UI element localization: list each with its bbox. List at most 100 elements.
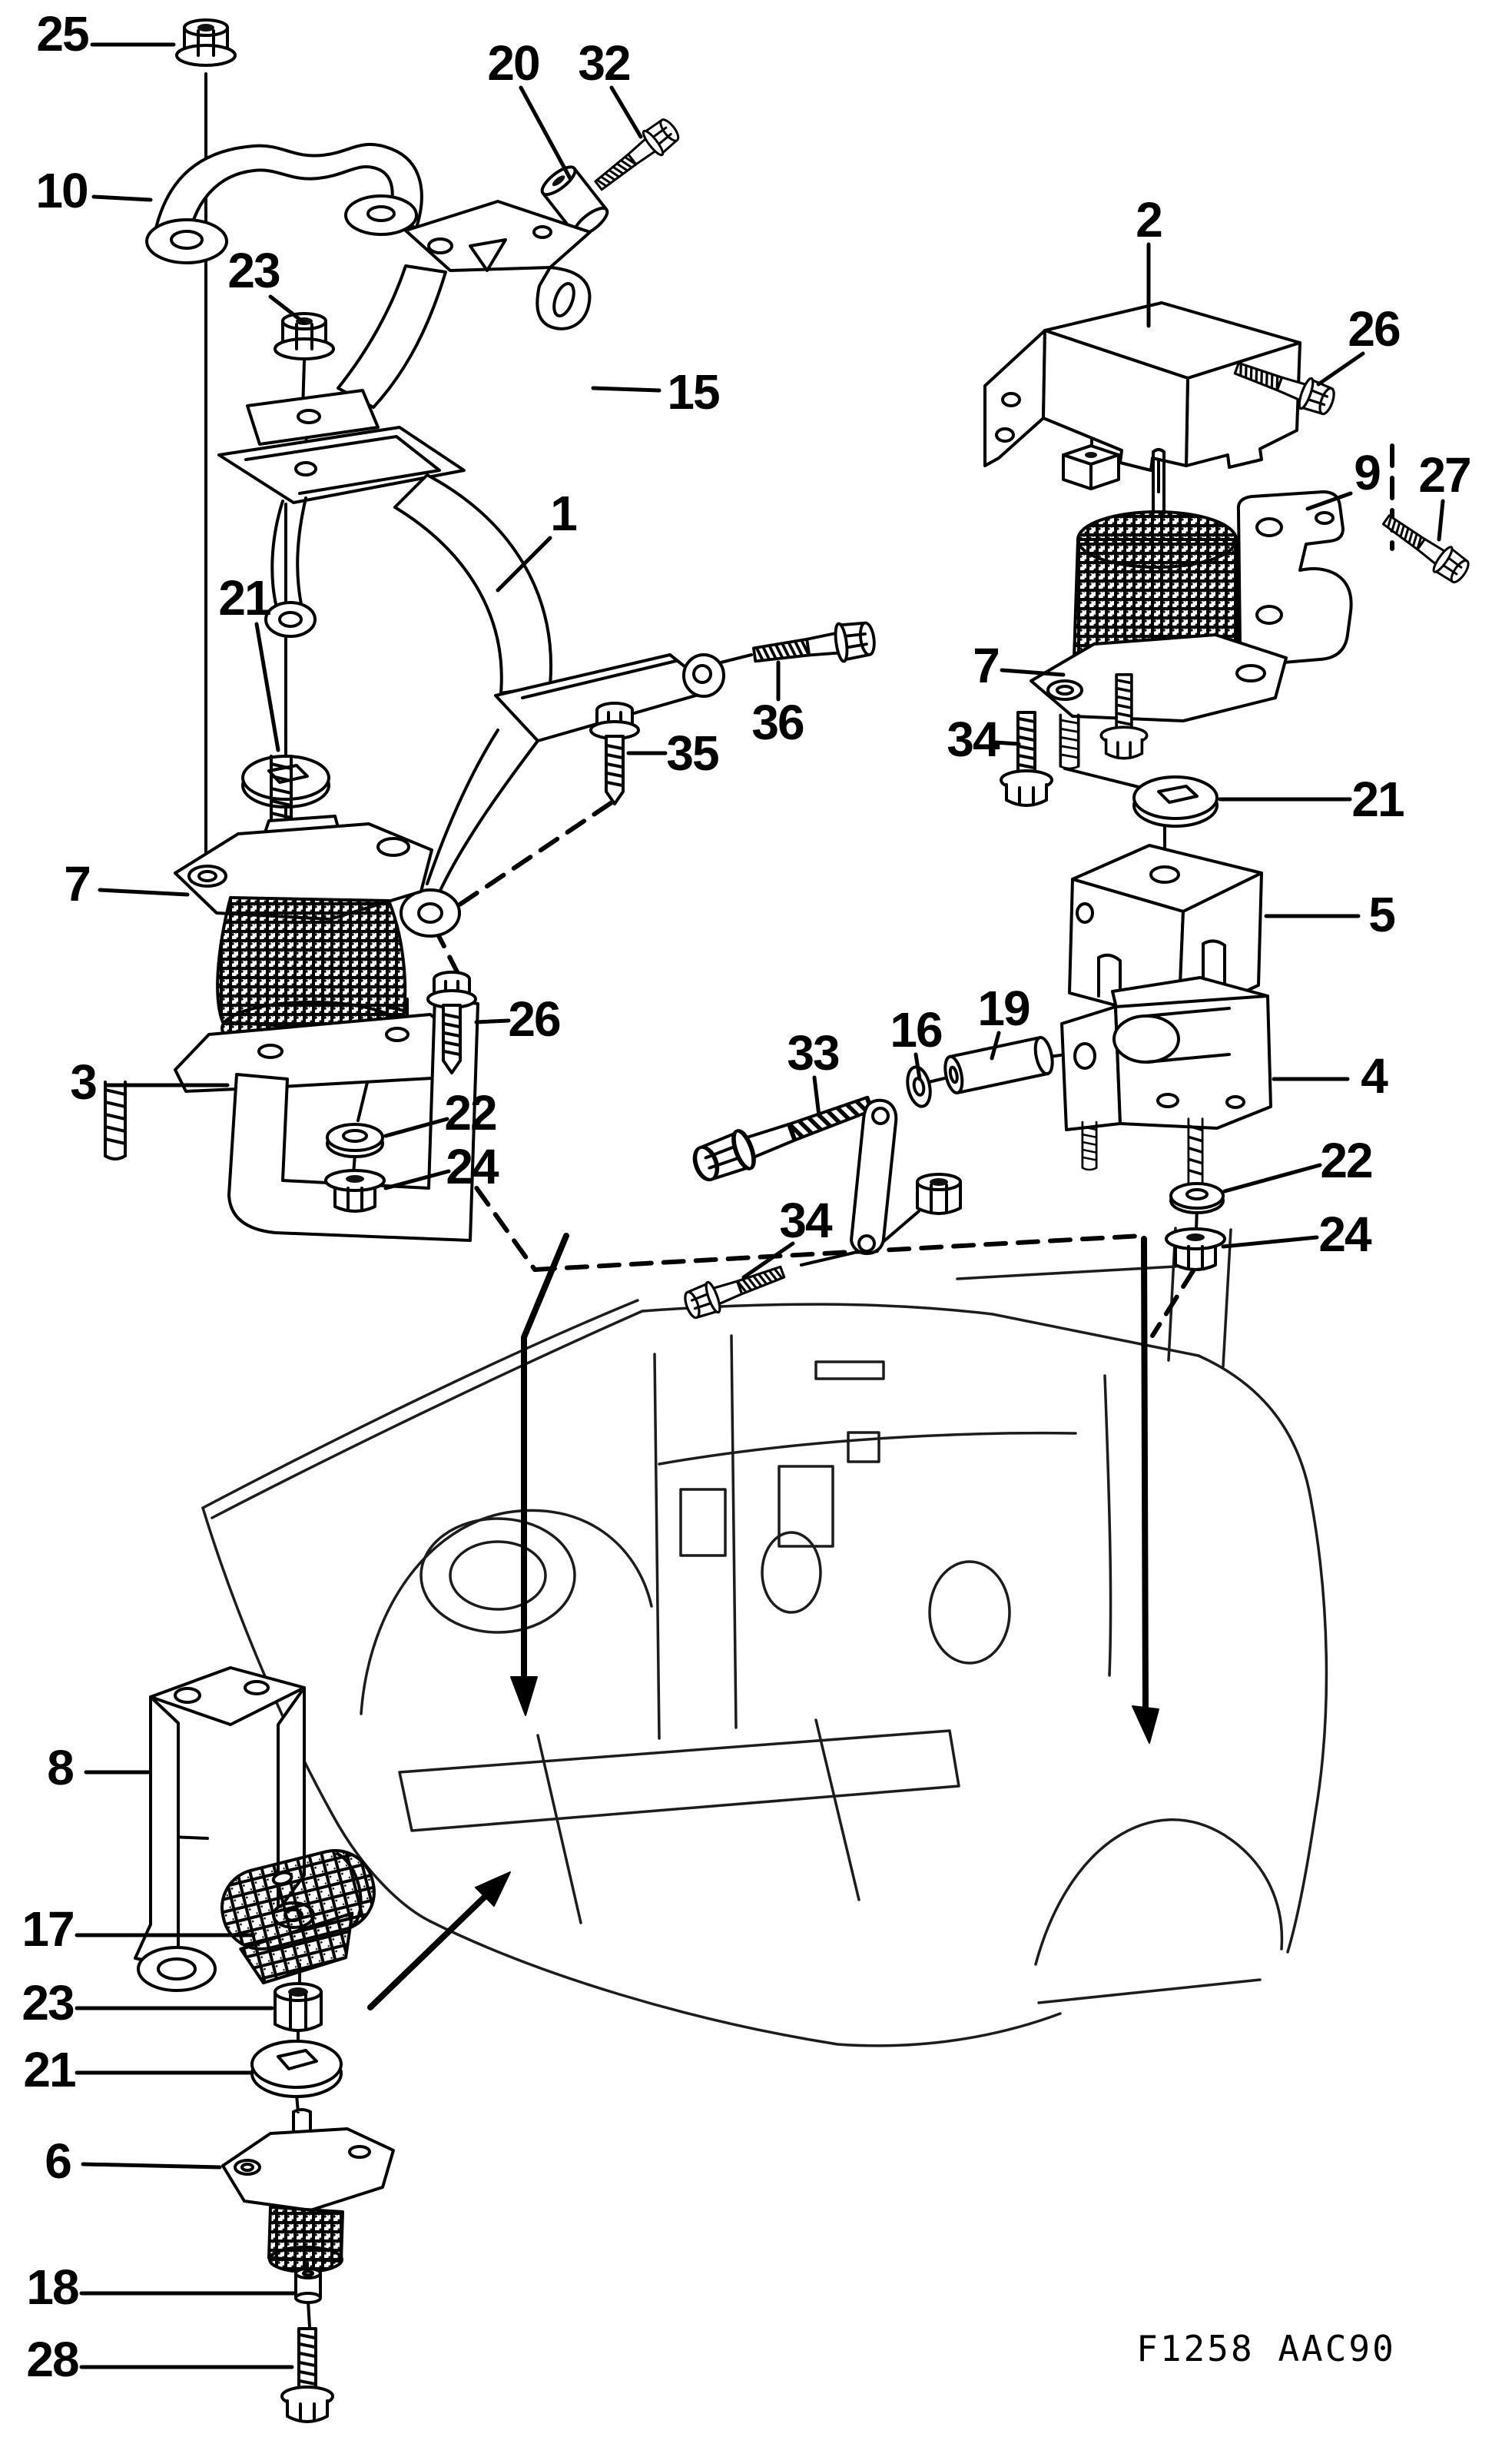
install-direction-arrow [367, 1871, 511, 2010]
mount-position-arrow-left [510, 1233, 569, 1716]
part-washer-21-right [1132, 775, 1219, 828]
part-sleeve-19 [943, 1035, 1054, 1095]
callout-label: 20 [487, 35, 539, 91]
part-cover-2 [983, 301, 1301, 472]
callout-6: 6 [45, 2133, 222, 2189]
part-bracket-9 [1236, 490, 1353, 666]
callout-33: 33 [787, 1025, 841, 1118]
callout-15: 15 [591, 364, 721, 420]
callout-19: 19 [977, 981, 1031, 1061]
part-bolt-33 [690, 1085, 877, 1186]
leader-line [1000, 668, 1066, 677]
leader-line [91, 194, 153, 202]
callout-17: 17 [22, 1901, 256, 1957]
callout-label: 16 [890, 1002, 942, 1057]
part-spacer-18 [294, 2267, 322, 2304]
leader-line [1222, 1163, 1322, 1194]
callout-label: 33 [787, 1025, 839, 1081]
callout-34: 34 [741, 1193, 834, 1280]
callout-7: 7 [64, 856, 190, 911]
callout-32: 32 [578, 35, 643, 139]
callout-label: 24 [1318, 1207, 1372, 1262]
callout-4: 4 [1272, 1048, 1390, 1104]
leader-line [990, 1031, 1001, 1061]
leader-line [383, 1169, 451, 1190]
part-bolt-34-right [1000, 711, 1053, 807]
callout-label: 22 [1320, 1133, 1372, 1188]
leader-line [268, 294, 307, 325]
callout-21: 21 [1218, 772, 1405, 827]
leader-line [254, 622, 280, 752]
part-bolt-34-left [680, 1256, 789, 1323]
leader-line [81, 2162, 222, 2170]
callout-label: 22 [444, 1085, 496, 1140]
callout-16: 16 [890, 1002, 943, 1081]
callout-label: 9 [1354, 445, 1380, 500]
callout-label: 21 [23, 2042, 75, 2097]
leader-line [591, 386, 662, 393]
callout-23: 23 [22, 1975, 274, 2030]
callout-3: 3 [70, 1054, 230, 1110]
callout-label: 27 [1418, 447, 1470, 503]
leader-line [1221, 1235, 1319, 1249]
part-mount-6 [221, 2108, 395, 2273]
callout-label: 35 [666, 725, 718, 781]
callout-8: 8 [47, 1740, 151, 1795]
leader-line [993, 740, 1021, 746]
callout-label: 26 [508, 991, 560, 1047]
callout-label: 34 [947, 712, 1000, 767]
part-washer-21-left [241, 755, 330, 808]
callout-label: 24 [446, 1139, 499, 1194]
callout-23: 23 [227, 243, 307, 325]
part-nut-24-right [1165, 1227, 1226, 1271]
callout-label: 6 [45, 2133, 71, 2189]
parts [104, 18, 1474, 2423]
callout-label: 5 [1368, 887, 1394, 942]
callout-9: 9 [1305, 445, 1381, 511]
part-bolt-36 [750, 617, 878, 676]
part-mount-7-right [1030, 448, 1288, 770]
leader-line [812, 1075, 821, 1118]
callout-26: 26 [474, 991, 562, 1047]
leader-line [914, 1052, 922, 1081]
callout-label: 7 [64, 856, 90, 911]
callout-22: 22 [383, 1085, 498, 1140]
callout-28: 28 [26, 2332, 294, 2387]
callout-5: 5 [1264, 887, 1396, 942]
callout-label: 25 [36, 6, 88, 61]
callout-label: 36 [751, 695, 804, 750]
part-bracket-4 [1060, 976, 1272, 1190]
callout-18: 18 [26, 2259, 297, 2315]
callout-21: 21 [23, 2042, 253, 2097]
part-nut-link [916, 1173, 962, 1215]
callout-label: 19 [977, 981, 1030, 1036]
part-stud-left [104, 1081, 127, 1160]
callout-label: 1 [550, 486, 576, 541]
callout-1: 1 [496, 486, 578, 593]
part-washer-16 [906, 1065, 932, 1108]
leader-line [383, 1117, 449, 1138]
callout-22: 22 [1222, 1133, 1374, 1194]
callout-7: 7 [973, 638, 1066, 693]
callout-label: 7 [973, 638, 999, 693]
callout-label: 28 [26, 2332, 78, 2387]
callout-label: 15 [667, 364, 719, 420]
drawing-code: F1258 AAC90 [1136, 2328, 1396, 2369]
part-damper-17 [220, 1848, 376, 1985]
callout-label: 34 [779, 1193, 833, 1248]
callout-label: 23 [22, 1975, 74, 2030]
leader-line [1437, 499, 1445, 542]
part-link-arm [850, 1098, 898, 1255]
part-square-nut [1062, 444, 1120, 490]
part-bracket-3 [174, 996, 479, 1242]
part-washer-21-bottom [250, 2040, 343, 2098]
part-bracket-1 [217, 426, 725, 938]
part-bracket-10 [145, 142, 423, 264]
callout-label: 2 [1136, 192, 1162, 247]
callout-label: 21 [218, 570, 270, 626]
leader-line [1316, 351, 1365, 387]
callout-label: 17 [22, 1901, 73, 1957]
callout-label: 23 [227, 243, 280, 298]
